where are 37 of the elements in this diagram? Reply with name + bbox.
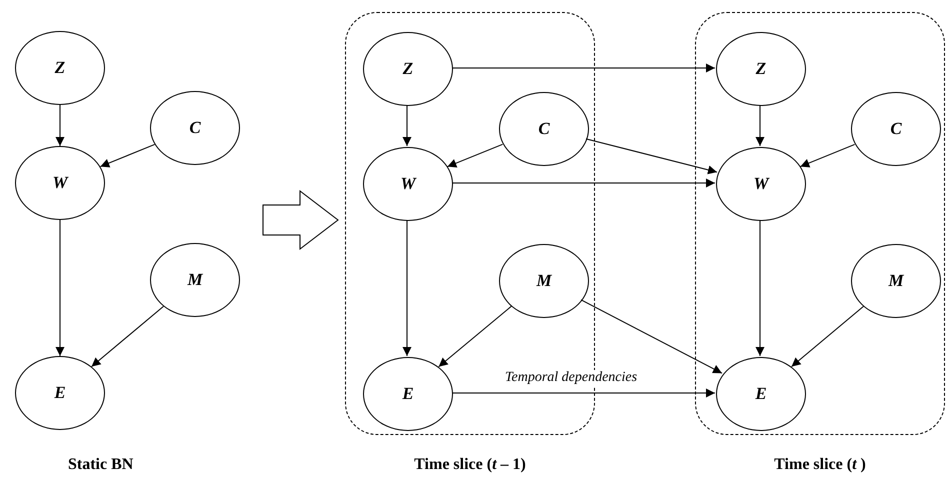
arrow — [438, 306, 512, 368]
arrow — [800, 144, 856, 168]
arrow — [756, 104, 764, 146]
arrow — [91, 306, 164, 368]
variable-label: M — [536, 271, 552, 291]
variable-label: E — [755, 384, 767, 404]
variable-label: C — [189, 118, 201, 138]
variable-label: Z — [54, 58, 66, 78]
annotation-text: Temporal dependencies — [505, 370, 638, 386]
arrow — [402, 104, 412, 146]
arrow — [100, 144, 156, 168]
variable-label: Z — [402, 59, 414, 79]
variable-label: E — [54, 383, 66, 403]
variable-label: W — [753, 174, 769, 194]
arrow — [756, 220, 764, 356]
panel-heading: Static BN — [68, 456, 134, 474]
variable-label: M — [888, 271, 904, 291]
arrow — [586, 138, 718, 174]
variable-label: C — [538, 119, 550, 139]
variable-label: W — [52, 173, 68, 193]
arrow — [580, 299, 722, 374]
arrow — [452, 64, 716, 72]
arrow — [56, 220, 64, 356]
variable-node — [716, 357, 806, 431]
arrow — [452, 178, 716, 188]
arrow — [402, 220, 412, 356]
variable-label: E — [402, 384, 414, 404]
arrow — [56, 104, 64, 146]
variable-label: W — [400, 174, 416, 194]
arrow — [452, 388, 716, 398]
arrow — [791, 306, 864, 368]
variable-label: Z — [756, 59, 766, 79]
slice-heading: Time slice (t ) — [774, 456, 866, 474]
variable-label: C — [890, 119, 902, 139]
arrow — [446, 144, 504, 168]
slice-heading: Time slice (t – 1) — [414, 456, 526, 474]
variable-label: M — [187, 270, 203, 290]
